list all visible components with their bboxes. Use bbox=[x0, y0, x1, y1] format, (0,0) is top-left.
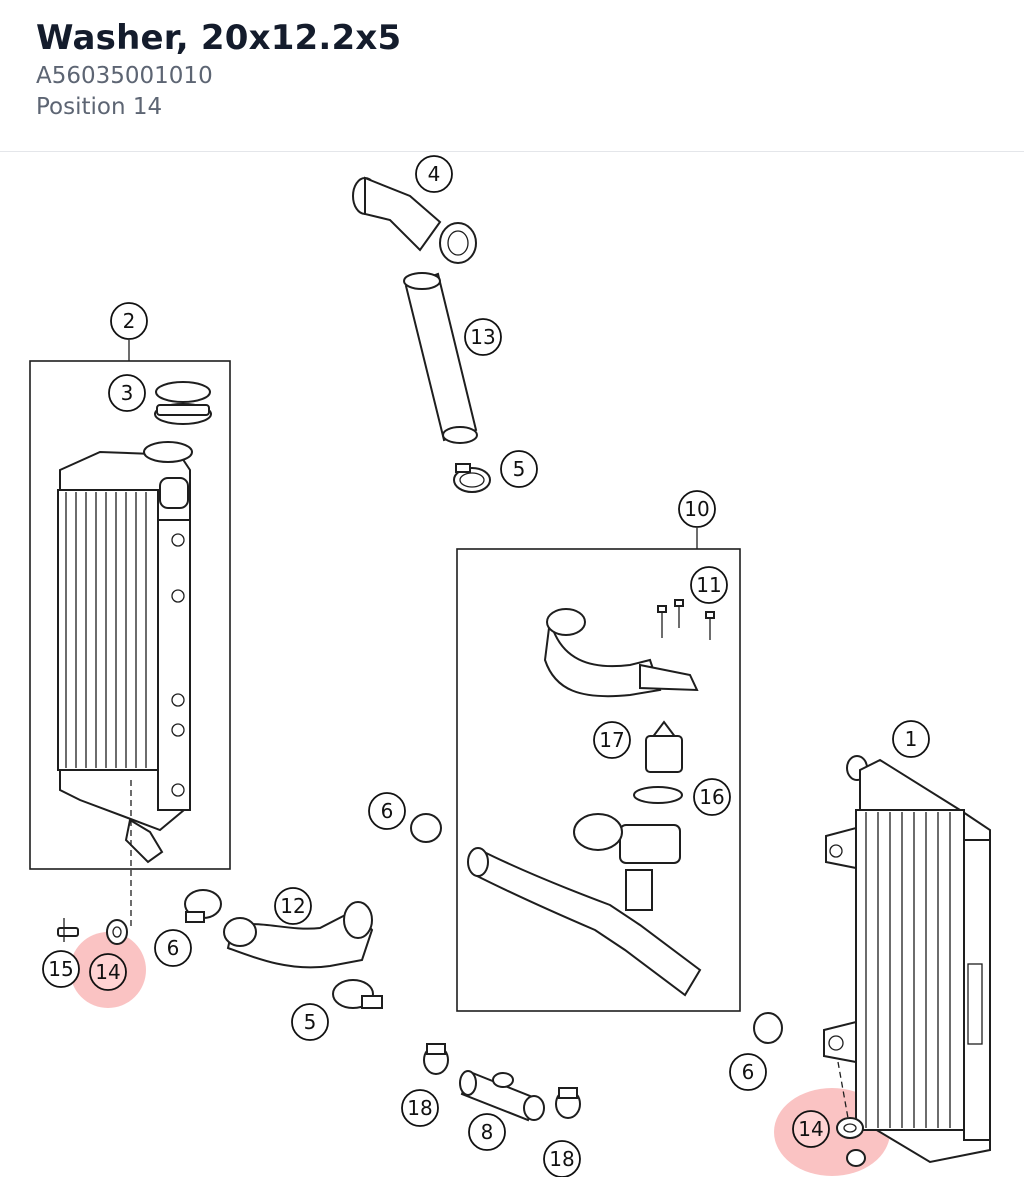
right-radiator bbox=[823, 755, 991, 1164]
washer-14-right bbox=[836, 1117, 866, 1167]
part-title: Washer, 20x12.2x5 bbox=[36, 18, 402, 58]
svg-text:16: 16 bbox=[699, 785, 724, 809]
left-radiator bbox=[57, 441, 193, 864]
hose-clamp-top bbox=[453, 463, 491, 493]
svg-text:2: 2 bbox=[123, 309, 136, 333]
callout-15[interactable]: 15 bbox=[42, 950, 80, 988]
svg-text:17: 17 bbox=[599, 728, 624, 752]
svg-text:5: 5 bbox=[513, 457, 526, 481]
screw-15 bbox=[57, 918, 79, 942]
part-position: Position 14 bbox=[36, 94, 163, 120]
callout-18-left[interactable]: 18 bbox=[401, 1089, 439, 1127]
callout-8[interactable]: 8 bbox=[468, 1113, 506, 1151]
svg-text:6: 6 bbox=[381, 799, 394, 823]
svg-text:5: 5 bbox=[304, 1010, 317, 1034]
callout-18-right[interactable]: 18 bbox=[543, 1140, 581, 1177]
radiator-cap bbox=[154, 381, 212, 425]
callout-3[interactable]: 3 bbox=[108, 374, 146, 412]
left-radiator-group bbox=[29, 340, 231, 930]
callout-2[interactable]: 2 bbox=[110, 302, 148, 340]
callout-17[interactable]: 17 bbox=[593, 721, 631, 759]
hose-sleeve-6-mid bbox=[410, 813, 442, 843]
callout-6-left[interactable]: 6 bbox=[154, 929, 192, 967]
hose-clamp-18-left bbox=[423, 1043, 449, 1075]
svg-text:14: 14 bbox=[95, 960, 120, 984]
svg-text:13: 13 bbox=[470, 325, 495, 349]
svg-text:18: 18 bbox=[549, 1147, 574, 1171]
washer-14-left bbox=[106, 919, 128, 945]
hose-clamp-left bbox=[184, 889, 222, 923]
callout-4[interactable]: 4 bbox=[415, 155, 453, 193]
svg-text:14: 14 bbox=[798, 1117, 823, 1141]
part-header: Washer, 20x12.2x5 A56035001010 Position … bbox=[0, 0, 1024, 152]
svg-text:10: 10 bbox=[684, 497, 709, 521]
svg-text:3: 3 bbox=[121, 381, 134, 405]
svg-text:15: 15 bbox=[48, 957, 73, 981]
callout-11[interactable]: 11 bbox=[690, 566, 728, 604]
hose-clamp-18-right bbox=[555, 1087, 581, 1119]
part-number: A56035001010 bbox=[36, 63, 213, 89]
callout-12[interactable]: 12 bbox=[274, 887, 312, 925]
callout-5-bottom[interactable]: 5 bbox=[291, 1003, 329, 1041]
callout-1[interactable]: 1 bbox=[892, 720, 930, 758]
callout-14-left[interactable]: 14 bbox=[89, 953, 127, 991]
svg-text:12: 12 bbox=[280, 894, 305, 918]
svg-text:8: 8 bbox=[481, 1120, 494, 1144]
svg-text:4: 4 bbox=[428, 162, 441, 186]
hose-clamp-lower bbox=[332, 979, 383, 1009]
callout-13[interactable]: 13 bbox=[464, 318, 502, 356]
middle-hose bbox=[223, 901, 374, 969]
thermostat-group bbox=[456, 528, 741, 1012]
callout-5-top[interactable]: 5 bbox=[500, 450, 538, 488]
svg-text:6: 6 bbox=[167, 936, 180, 960]
callout-6-mid[interactable]: 6 bbox=[368, 792, 406, 830]
callout-6-right[interactable]: 6 bbox=[729, 1053, 767, 1091]
hose-sleeve-6-right bbox=[753, 1012, 783, 1044]
t-piece bbox=[459, 1070, 545, 1122]
svg-text:18: 18 bbox=[407, 1096, 432, 1120]
y-connector bbox=[352, 176, 477, 264]
callout-10[interactable]: 10 bbox=[678, 490, 716, 528]
svg-text:11: 11 bbox=[696, 573, 721, 597]
svg-text:6: 6 bbox=[742, 1060, 755, 1084]
callout-14-right[interactable]: 14 bbox=[792, 1110, 830, 1148]
callout-16[interactable]: 16 bbox=[693, 778, 731, 816]
svg-text:1: 1 bbox=[905, 727, 918, 751]
coolant-pipe bbox=[403, 272, 478, 444]
